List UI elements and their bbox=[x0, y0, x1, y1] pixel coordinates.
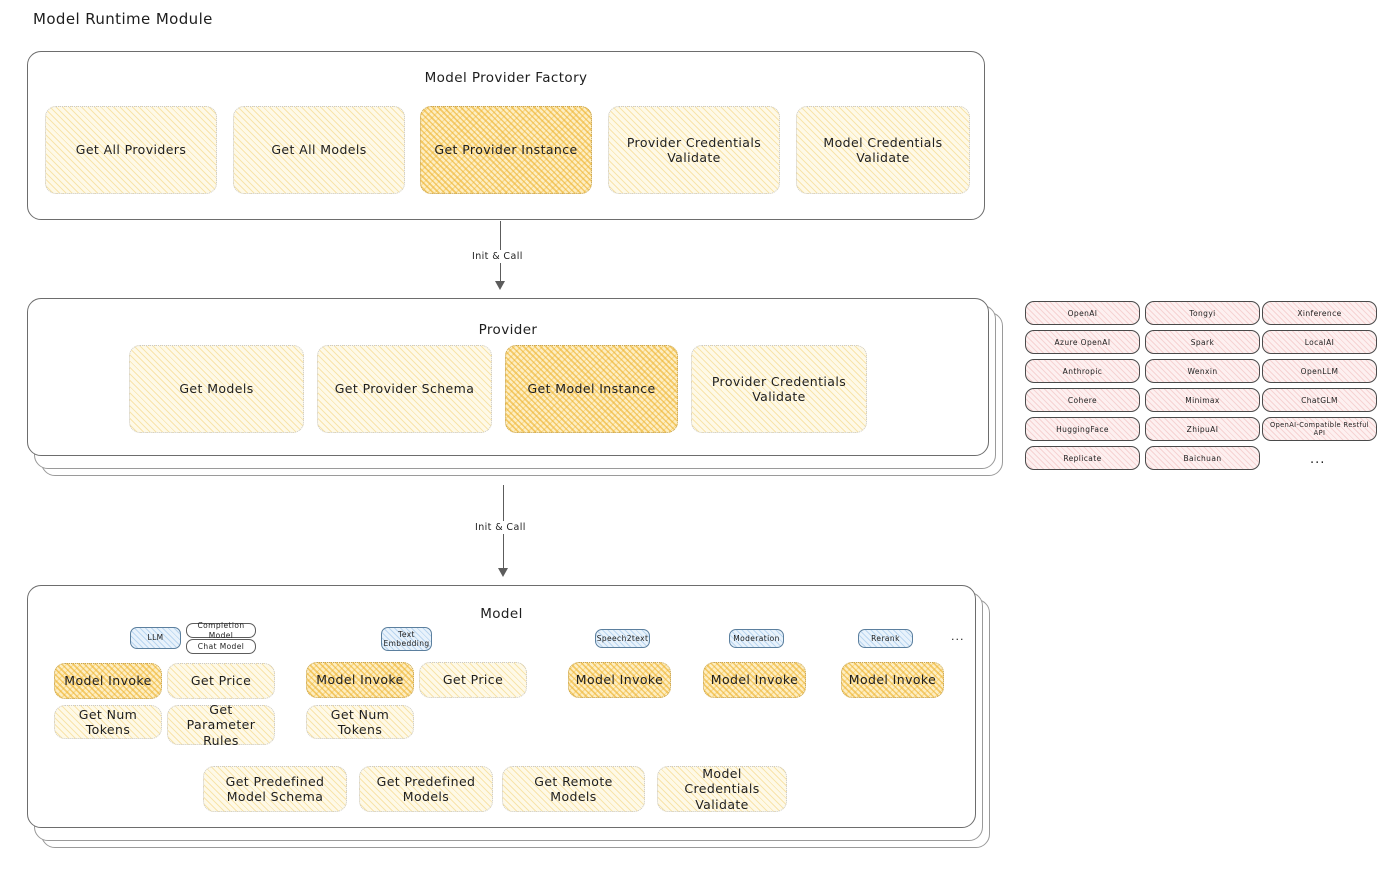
provider-pill-cohere[interactable]: Cohere bbox=[1025, 388, 1140, 412]
provider-pill-spark[interactable]: Spark bbox=[1145, 330, 1260, 354]
provider-pill-xinference[interactable]: Xinference bbox=[1262, 301, 1377, 325]
llm-method-model-invoke[interactable]: Model Invoke bbox=[54, 663, 162, 699]
factory-method-get-provider-instance[interactable]: Get Provider Instance bbox=[420, 106, 592, 194]
factory-method-get-all-providers[interactable]: Get All Providers bbox=[45, 106, 217, 194]
speech2text-method-model-invoke[interactable]: Model Invoke bbox=[568, 662, 671, 698]
provider-pill-replicate[interactable]: Replicate bbox=[1025, 446, 1140, 470]
provider-pill-minimax[interactable]: Minimax bbox=[1145, 388, 1260, 412]
factory-method-model-credentials-validate[interactable]: Model Credentials Validate bbox=[796, 106, 970, 194]
provider-method-get-provider-schema[interactable]: Get Provider Schema bbox=[317, 345, 492, 433]
provider-method-provider-credentials-validate[interactable]: Provider Credentials Validate bbox=[691, 345, 867, 433]
llm-method-get-num-tokens[interactable]: Get Num Tokens bbox=[54, 705, 162, 739]
provider-pill-azure-openai[interactable]: Azure OpenAI bbox=[1025, 330, 1140, 354]
factory-method-get-all-models[interactable]: Get All Models bbox=[233, 106, 405, 194]
model-title: Model bbox=[480, 606, 523, 622]
provider-method-get-models[interactable]: Get Models bbox=[129, 345, 304, 433]
page-title: Model Runtime Module bbox=[33, 10, 213, 28]
text-embedding-method-model-invoke[interactable]: Model Invoke bbox=[306, 662, 414, 698]
model-type-tag-speech2text[interactable]: Speech2text bbox=[595, 629, 650, 648]
rerank-method-model-invoke[interactable]: Model Invoke bbox=[841, 662, 944, 698]
factory-method-provider-credentials-validate[interactable]: Provider Credentials Validate bbox=[608, 106, 780, 194]
provider-pill-openai-compatible-restful-api[interactable]: OpenAI-Compatible Restful API bbox=[1262, 417, 1377, 441]
model-type-tag-llm[interactable]: LLM bbox=[130, 627, 181, 649]
provider-list-more-ellipsis: ... bbox=[1310, 452, 1326, 467]
arrow-provider-to-model-label: Init & Call bbox=[470, 521, 531, 534]
model-type-tag-moderation[interactable]: Moderation bbox=[729, 629, 784, 648]
model-subtag-completion-model[interactable]: Completion Model bbox=[186, 621, 256, 640]
moderation-method-model-invoke[interactable]: Model Invoke bbox=[703, 662, 806, 698]
model-common-get-remote-models[interactable]: Get Remote Models bbox=[502, 766, 645, 812]
model-types-more-ellipsis: ... bbox=[951, 630, 965, 643]
model-common-get-predefined-model-schema[interactable]: Get Predefined Model Schema bbox=[203, 766, 347, 812]
provider-pill-anthropic[interactable]: Anthropic bbox=[1025, 359, 1140, 383]
model-common-model-credentials-validate[interactable]: Model Credentials Validate bbox=[657, 766, 787, 812]
provider-pill-chatglm[interactable]: ChatGLM bbox=[1262, 388, 1377, 412]
arrow-factory-to-provider-head bbox=[495, 281, 505, 290]
llm-method-get-price[interactable]: Get Price bbox=[167, 663, 275, 699]
provider-method-get-model-instance[interactable]: Get Model Instance bbox=[505, 345, 678, 433]
model-common-get-predefined-models[interactable]: Get Predefined Models bbox=[359, 766, 493, 812]
arrow-factory-to-provider-label: Init & Call bbox=[467, 250, 528, 263]
model-type-tag-rerank[interactable]: Rerank bbox=[858, 629, 913, 648]
model-provider-factory-title: Model Provider Factory bbox=[424, 70, 588, 86]
llm-method-get-parameter-rules[interactable]: Get Parameter Rules bbox=[167, 702, 275, 748]
text-embedding-method-get-price[interactable]: Get Price bbox=[419, 662, 527, 698]
model-type-tag-text-embedding[interactable]: Text Embedding bbox=[381, 627, 432, 651]
provider-pill-wenxin[interactable]: Wenxin bbox=[1145, 359, 1260, 383]
provider-pill-baichuan[interactable]: Baichuan bbox=[1145, 446, 1260, 470]
provider-pill-openllm[interactable]: OpenLLM bbox=[1262, 359, 1377, 383]
provider-pill-tongyi[interactable]: Tongyi bbox=[1145, 301, 1260, 325]
text-embedding-method-get-num-tokens[interactable]: Get Num Tokens bbox=[306, 705, 414, 739]
provider-title: Provider bbox=[478, 322, 538, 338]
provider-pill-localai[interactable]: LocalAI bbox=[1262, 330, 1377, 354]
provider-pill-openai[interactable]: OpenAI bbox=[1025, 301, 1140, 325]
model-subtag-chat-model[interactable]: Chat Model bbox=[186, 639, 256, 654]
provider-pill-zhipuai[interactable]: ZhipuAI bbox=[1145, 417, 1260, 441]
provider-pill-huggingface[interactable]: HuggingFace bbox=[1025, 417, 1140, 441]
arrow-provider-to-model-head bbox=[498, 568, 508, 577]
